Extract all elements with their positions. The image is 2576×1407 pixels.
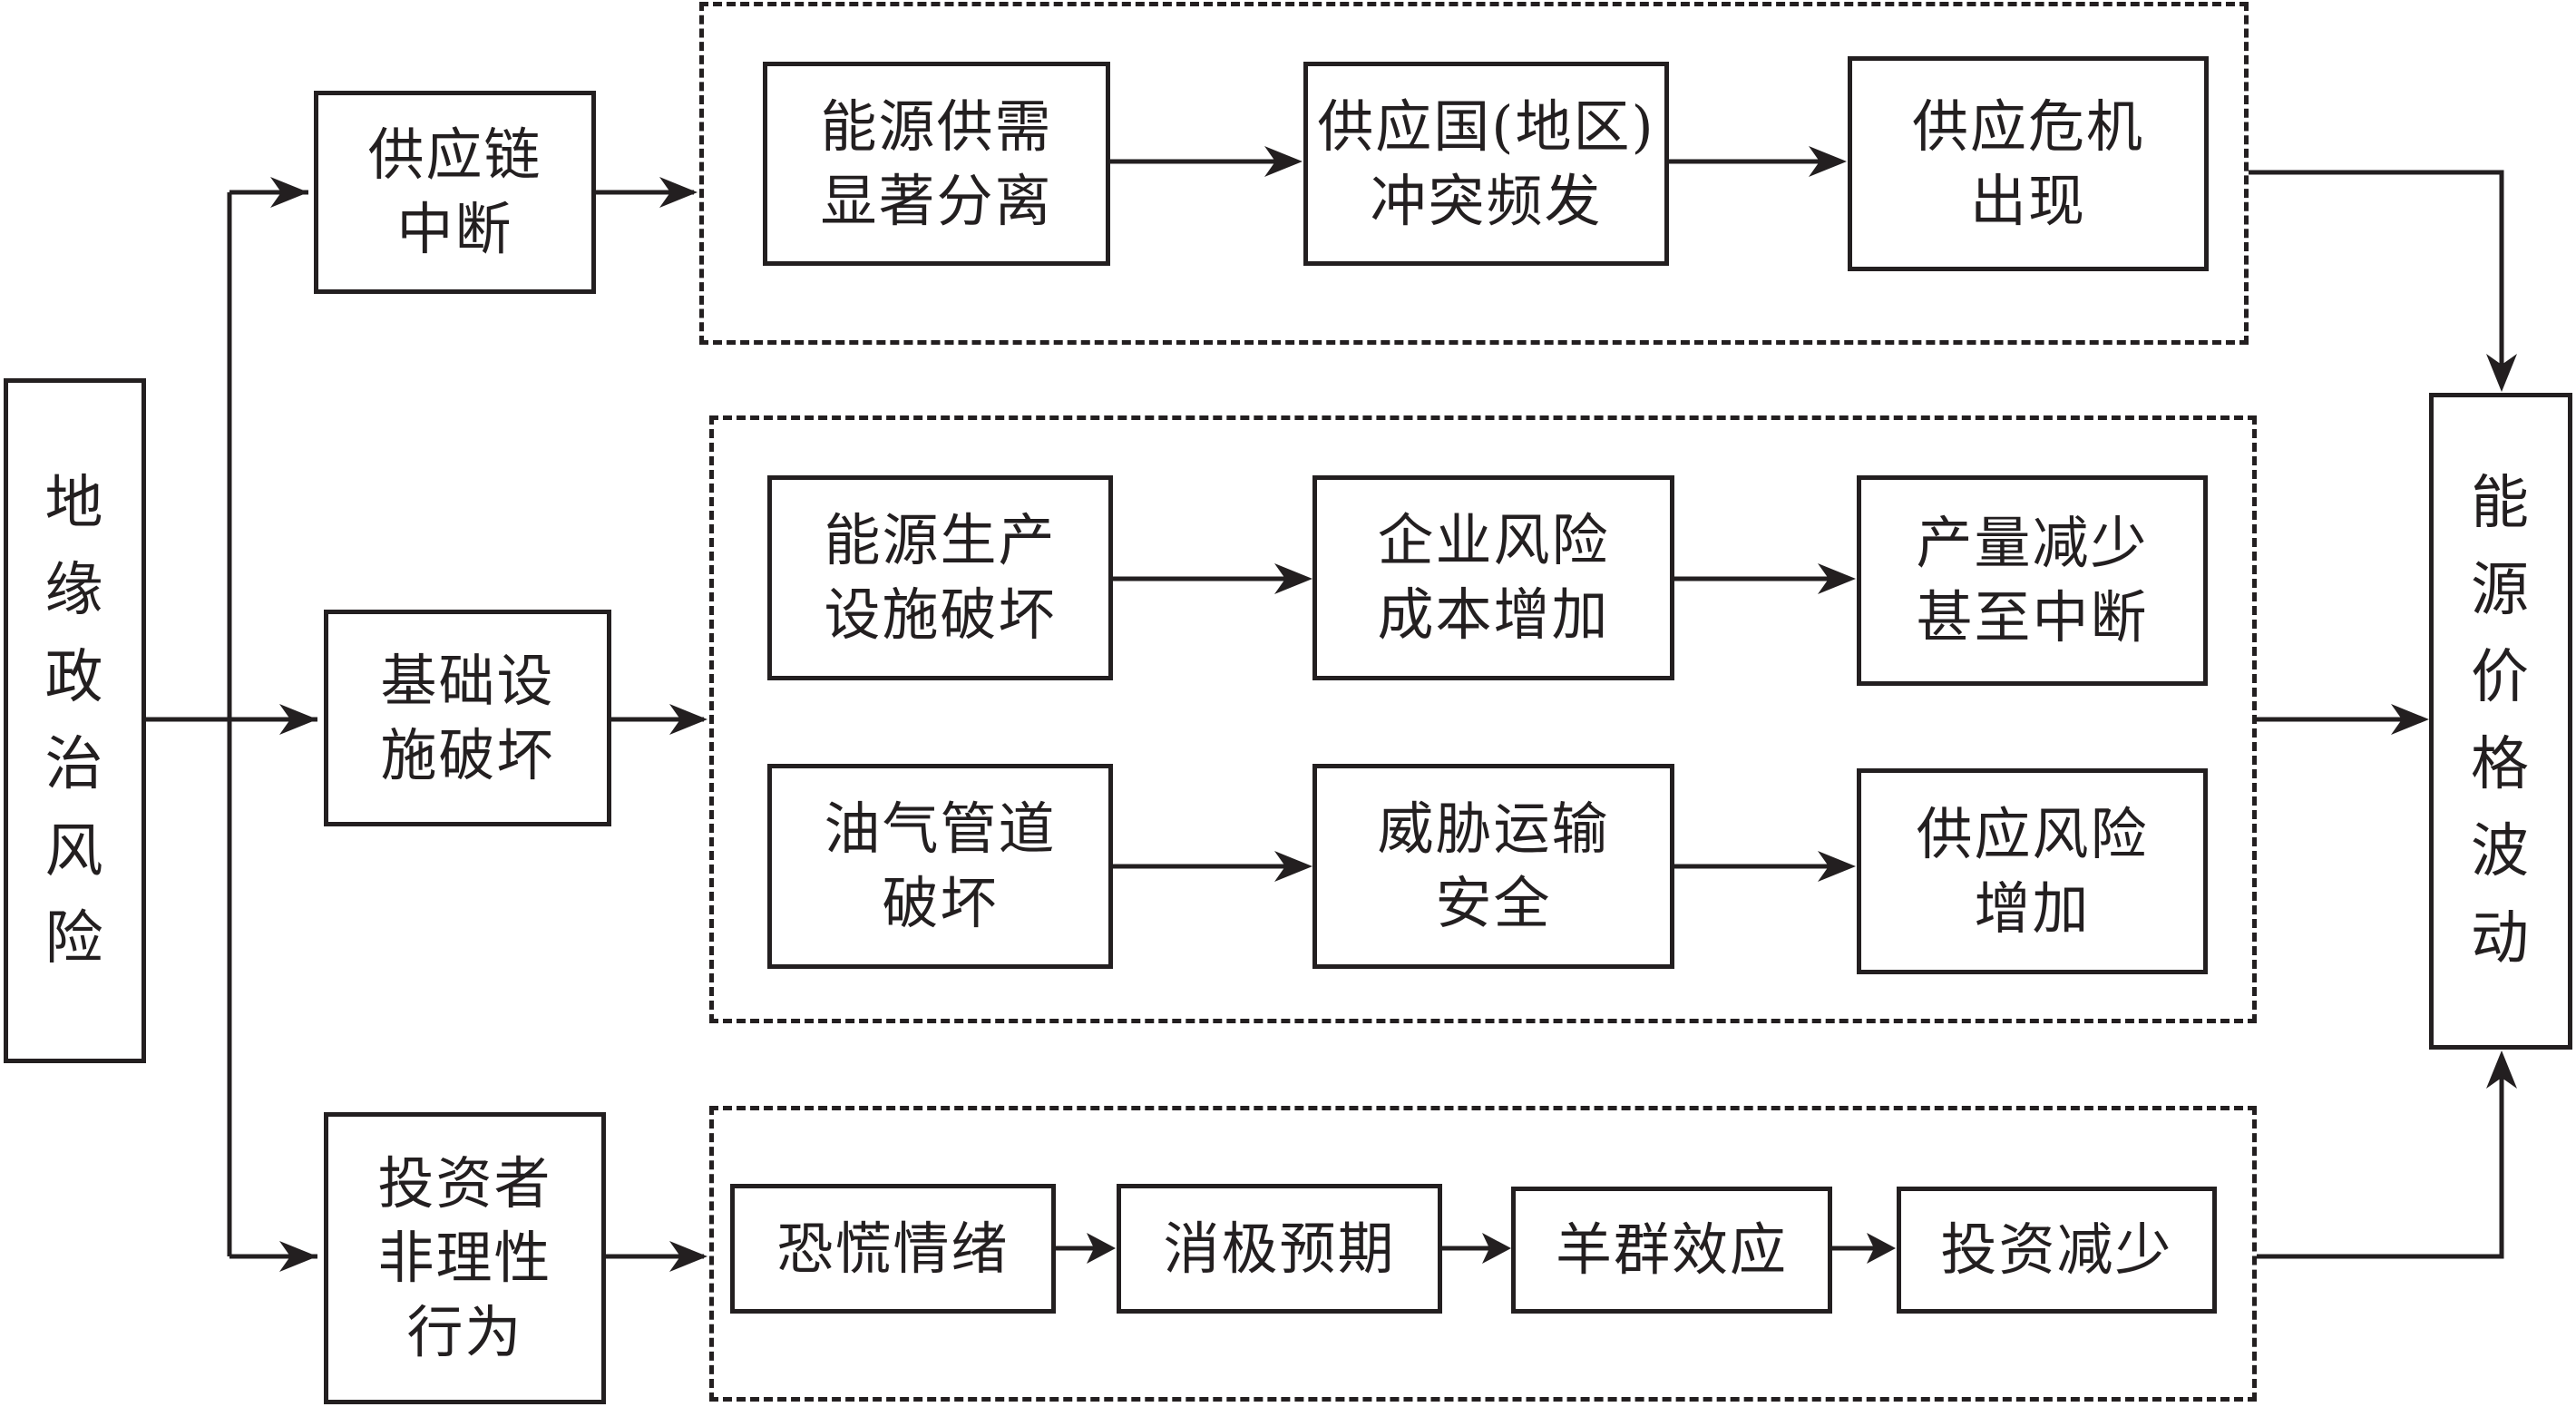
- step-label: 供应危机 出现: [1911, 93, 2144, 234]
- arrowhead-icon: [1818, 851, 1856, 882]
- g1-step-2: 供应国(地区) 冲突频发: [1303, 62, 1669, 266]
- arrowhead-icon: [1087, 1233, 1116, 1264]
- g2-r1-step-1: 能源生产 设施破坏: [767, 475, 1113, 680]
- channel-supply-chain: 供应链 中断: [314, 91, 596, 294]
- arrowhead-icon: [1867, 1233, 1896, 1264]
- group-infrastructure: [709, 415, 2257, 1023]
- arrowhead-icon: [669, 1241, 707, 1272]
- step-label: 恐慌情绪: [776, 1215, 1010, 1282]
- g3-step-4: 投资减少: [1897, 1187, 2217, 1314]
- step-label: 羊群效应: [1555, 1216, 1788, 1283]
- arrowhead-icon: [279, 1241, 317, 1272]
- channel-label: 基础设 施破坏: [380, 647, 555, 788]
- arrow-group3-to-target: [2257, 1056, 2504, 1259]
- arrowhead-icon: [1264, 146, 1303, 177]
- g2-r2-step-1: 油气管道 破坏: [767, 764, 1113, 969]
- step-label: 能源供需 显著分离: [820, 93, 1053, 234]
- step-label: 供应风险 增加: [1916, 800, 2149, 942]
- step-label: 油气管道 破坏: [824, 796, 1057, 936]
- arrowhead-icon: [1274, 851, 1312, 882]
- g1-step-1: 能源供需 显著分离: [763, 62, 1110, 266]
- arrowhead-icon: [279, 704, 317, 735]
- step-label: 企业风险 成本增加: [1377, 507, 1610, 648]
- source-label: 地缘政治风险: [44, 469, 105, 972]
- g1-step-3: 供应危机 出现: [1848, 56, 2209, 271]
- g2-r2-step-3: 供应风险 增加: [1857, 768, 2208, 974]
- arrowhead-icon: [1482, 1233, 1511, 1264]
- step-label: 能源生产 设施破坏: [824, 507, 1057, 648]
- arrowhead-icon: [270, 177, 308, 208]
- arrowhead-icon: [659, 177, 698, 208]
- channel-investor: 投资者 非理性 行为: [324, 1112, 606, 1404]
- arrowhead-icon: [2486, 354, 2517, 392]
- arrowhead-icon: [1809, 146, 1847, 177]
- group-investor: [709, 1106, 2257, 1402]
- arrowhead-icon: [1274, 563, 1312, 594]
- g3-step-2: 消极预期: [1117, 1184, 1442, 1314]
- g3-step-1: 恐慌情绪: [730, 1184, 1056, 1314]
- target-label: 能源价格波动: [2471, 470, 2531, 972]
- source-node: 地缘政治风险: [4, 378, 146, 1063]
- step-label: 消极预期: [1163, 1215, 1396, 1282]
- g2-r2-step-2: 威胁运输 安全: [1312, 764, 1674, 969]
- group-supply-chain: [699, 2, 2249, 345]
- step-label: 供应国(地区) 冲突频发: [1317, 93, 1655, 234]
- target-node: 能源价格波动: [2429, 393, 2572, 1050]
- arrowhead-icon: [2391, 704, 2429, 735]
- channel-label: 投资者 非理性 行为: [377, 1150, 552, 1365]
- channel-label: 供应链 中断: [367, 122, 542, 262]
- arrow-group1-to-target: [2249, 170, 2504, 386]
- step-label: 投资减少: [1940, 1216, 2173, 1283]
- arrowhead-icon: [669, 704, 707, 735]
- step-label: 产量减少 甚至中断: [1916, 510, 2149, 650]
- arrowhead-icon: [1818, 563, 1856, 594]
- channel-infrastructure: 基础设 施破坏: [324, 610, 611, 826]
- step-label: 威胁运输 安全: [1377, 796, 1610, 936]
- g3-step-3: 羊群效应: [1511, 1187, 1832, 1314]
- g2-r1-step-3: 产量减少 甚至中断: [1857, 475, 2208, 686]
- arrowheads: [270, 146, 2517, 1272]
- g2-r1-step-2: 企业风险 成本增加: [1312, 475, 1674, 680]
- arrowhead-icon: [2486, 1050, 2517, 1089]
